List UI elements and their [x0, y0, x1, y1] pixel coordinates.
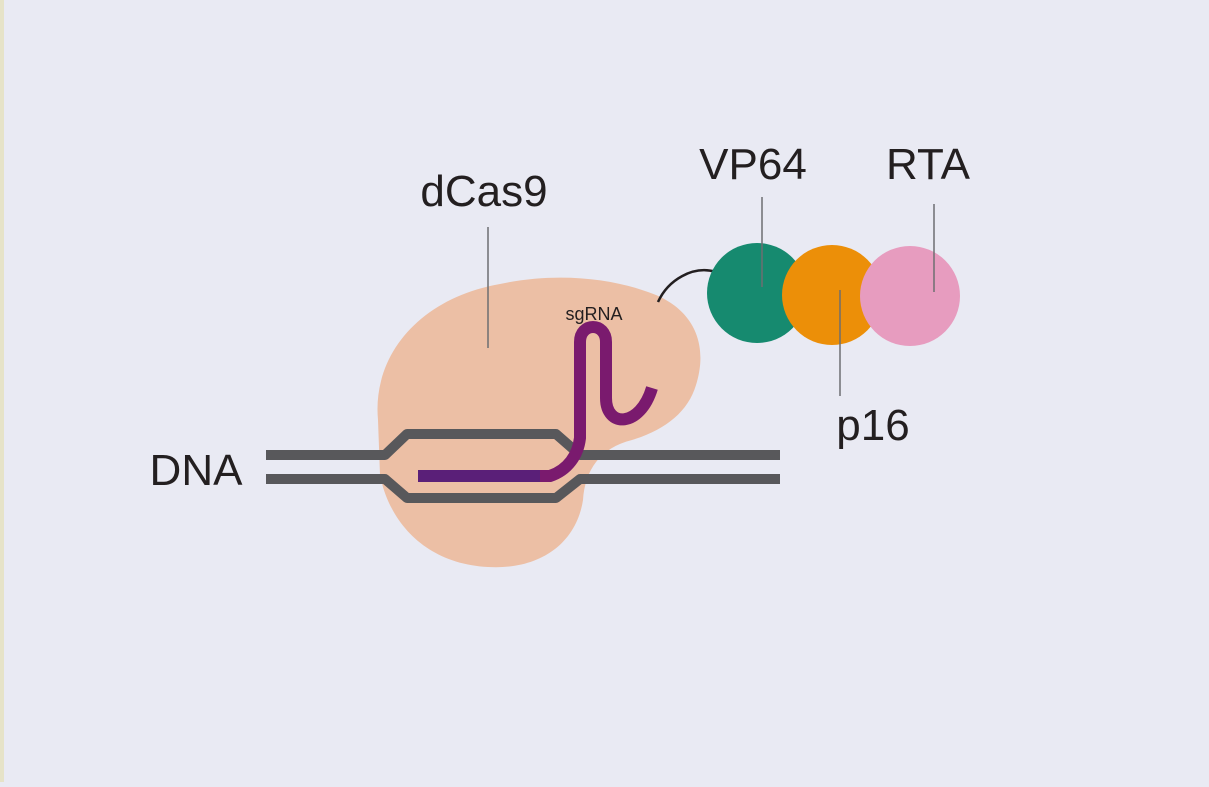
dna-top-strand: [266, 429, 780, 460]
rta-domain: [860, 246, 960, 346]
p16-domain: [782, 245, 882, 345]
rta-label: RTA: [886, 140, 971, 189]
p16-label: p16: [836, 401, 909, 450]
sgrna-label: sgRNA: [565, 304, 622, 324]
sgrna-scaffold: [540, 321, 658, 482]
left-edge-strip: [0, 0, 4, 782]
vp64-domain: [707, 243, 807, 343]
dna-label: DNA: [150, 446, 244, 495]
vp64-label: VP64: [699, 140, 807, 189]
fusion-linker: [656, 269, 717, 303]
dcas9-label: dCas9: [420, 167, 547, 216]
dna-double-strand: [266, 429, 780, 503]
dcas9-body: [377, 277, 701, 568]
leader-lines: [487, 197, 935, 396]
dna-bottom-strand: [266, 474, 780, 503]
